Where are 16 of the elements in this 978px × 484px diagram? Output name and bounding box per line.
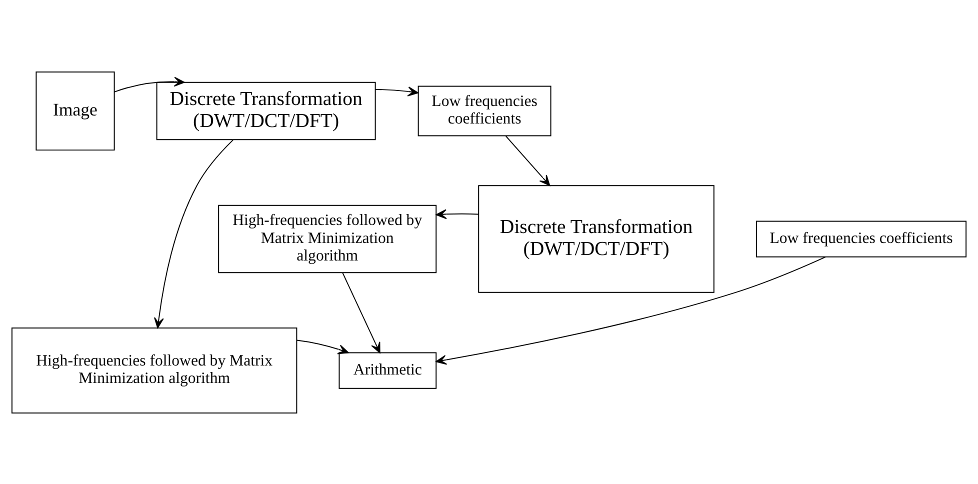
arrow [436, 208, 479, 219]
arrow [342, 272, 380, 353]
arrow [114, 76, 185, 92]
arrow [436, 256, 826, 364]
node-box: Discrete Transformation (DWT/DCT/DFT) [478, 184, 714, 292]
arrow [154, 138, 234, 328]
node-box: Image [36, 70, 115, 150]
node-box: Discrete Transformation (DWT/DCT/DFT) [156, 81, 376, 140]
node-box: Arithmetic [338, 352, 437, 388]
arrow [505, 135, 550, 186]
arrow [296, 339, 349, 354]
node-box: High-frequencies followed by Matrix Minimization algorithm [218, 204, 437, 273]
arrow [374, 86, 418, 96]
node-box: High-frequencies followed by Matrix Minimization algorithm [11, 327, 298, 414]
node-box: Low frequencies coefficients [418, 85, 552, 136]
node-box: Low frequencies coefficients [756, 220, 967, 257]
